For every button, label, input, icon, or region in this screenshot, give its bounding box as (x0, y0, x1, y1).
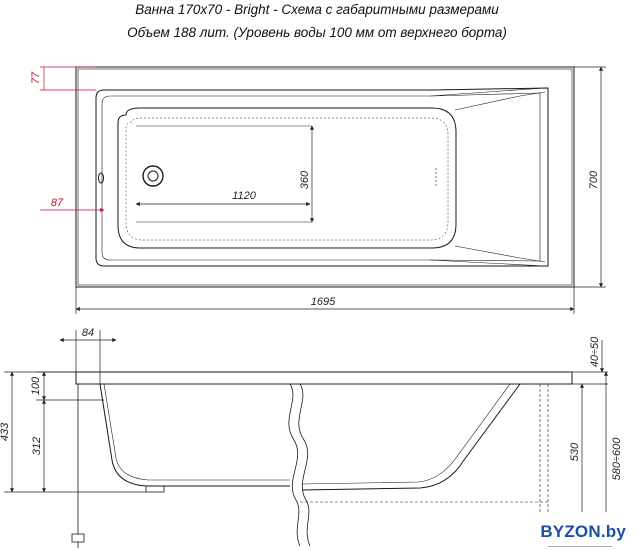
bath-outer-rim (75, 66, 575, 288)
break-line (288, 383, 301, 547)
overflow-icon (98, 172, 104, 184)
basin-outline (117, 107, 457, 249)
dim-40-50-label: 40÷50 (589, 336, 601, 367)
watermark-logo[interactable]: BYZON.by (540, 522, 626, 541)
watermark-box: BYZON.by (496, 512, 626, 546)
dim-360-label: 360 (299, 170, 311, 189)
side-shell (99, 383, 290, 487)
dim-87-label: 87 (51, 197, 64, 209)
drain-icon (142, 165, 164, 187)
dim-40-50 (572, 340, 608, 373)
dim-1695-label: 1695 (311, 296, 336, 308)
leg-foot (71, 533, 85, 543)
dim-312-label: 312 (31, 437, 43, 455)
dim-77-label: 77 (30, 71, 42, 84)
dim-84-label: 84 (82, 327, 94, 339)
top-view (75, 66, 575, 288)
side-view (71, 371, 573, 548)
dim-1120-label: 1120 (232, 190, 257, 202)
dim-433 (4, 371, 146, 493)
dim-100-label: 100 (30, 376, 42, 395)
side-rim (75, 371, 573, 385)
dim-100 (36, 371, 104, 401)
dim-433-label: 433 (0, 422, 11, 441)
dim-77 (40, 66, 96, 91)
dim-700-label: 700 (588, 170, 600, 189)
dim-530-label: 530 (569, 442, 581, 461)
dim-580-600-label: 580÷600 (611, 437, 623, 481)
title-line-2: Объем 188 лит. (Уровень воды 100 мм от в… (127, 25, 507, 40)
bath-inner-outline (95, 87, 549, 267)
dim-84 (59, 330, 117, 384)
dim-700 (574, 66, 606, 288)
dim-1695 (75, 287, 575, 314)
title-line-1: Ванна 170x70 - Bright - Схема с габаритн… (135, 2, 499, 17)
